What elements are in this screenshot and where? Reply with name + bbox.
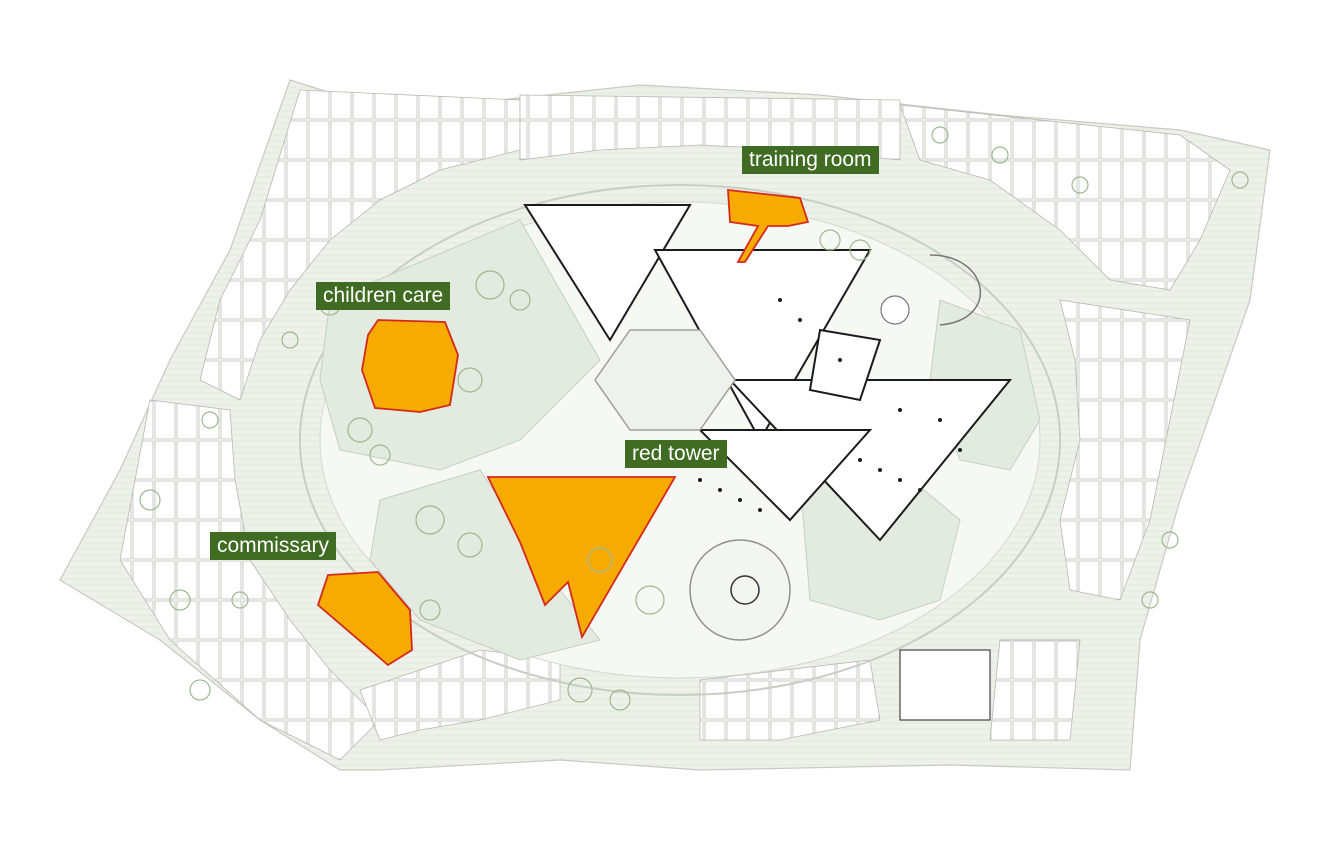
hexagon-courtyard	[594, 329, 736, 431]
lawn-southwest	[369, 469, 601, 661]
ring-road	[299, 184, 1061, 696]
gatehouse	[899, 649, 991, 721]
children-care-building	[361, 319, 459, 413]
training-room-building	[727, 188, 810, 263]
amphitheatre	[689, 539, 791, 641]
trees	[139, 126, 1249, 711]
label-training-room: training room	[742, 146, 879, 174]
main-building	[523, 204, 1013, 542]
label-children-care: children care	[316, 282, 451, 310]
parking-bays	[119, 89, 1231, 761]
label-commissary: commissary	[210, 532, 337, 560]
round-pavilion	[880, 295, 910, 325]
spiral-ramp	[929, 254, 981, 326]
column-grid	[698, 298, 962, 512]
label-red-tower: red tower	[625, 440, 727, 468]
amphitheatre-core	[730, 575, 760, 605]
red-tower-building	[486, 476, 677, 640]
commissary-building	[316, 571, 413, 667]
highlighted-buildings	[316, 188, 810, 667]
